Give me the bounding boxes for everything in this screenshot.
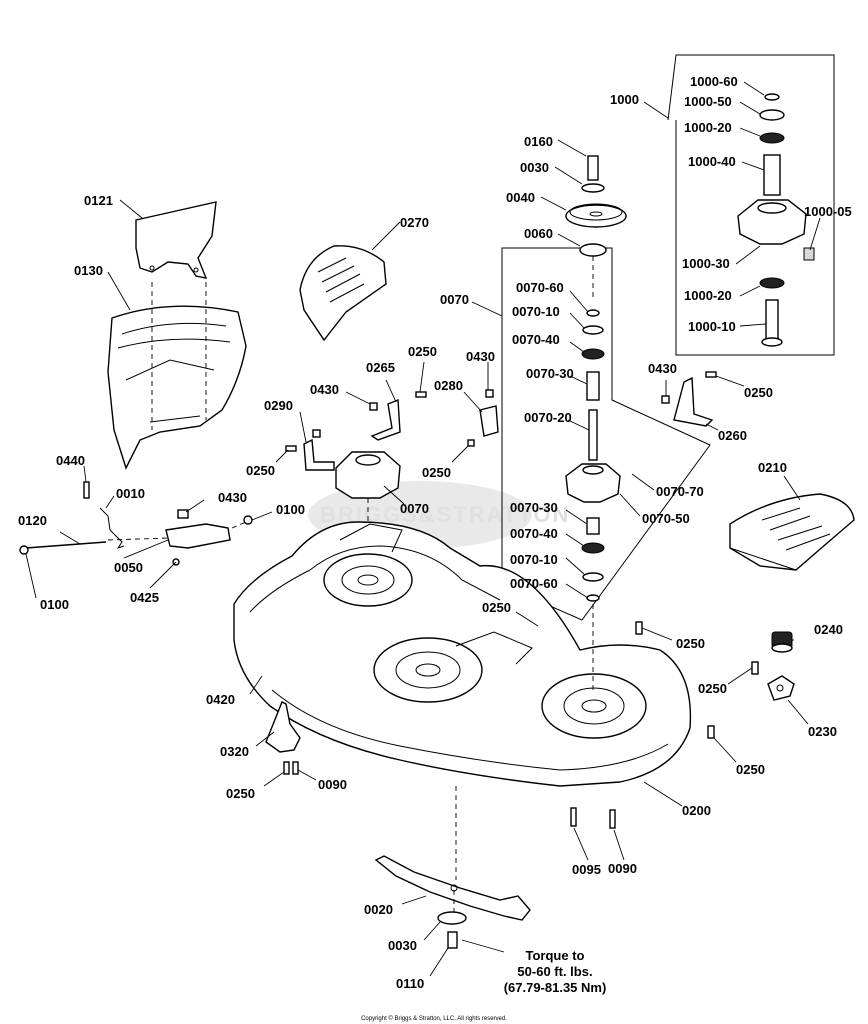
- label-0121[interactable]: 0121: [84, 193, 113, 208]
- label-0090-right[interactable]: 0090: [608, 861, 637, 876]
- label-0070-40-top[interactable]: 0070-40: [512, 332, 560, 347]
- label-0250-g[interactable]: 0250: [698, 681, 727, 696]
- label-0070-70[interactable]: 0070-70: [656, 484, 704, 499]
- label-0070-50[interactable]: 0070-50: [642, 511, 690, 526]
- adjuster-nut: [771, 631, 793, 653]
- label-0070-20[interactable]: 0070-20: [524, 410, 572, 425]
- label-1000-20-top[interactable]: 1000-20: [684, 120, 732, 135]
- label-1000-20-bottom[interactable]: 1000-20: [684, 288, 732, 303]
- label-0100-left[interactable]: 0100: [40, 597, 69, 612]
- lift-rod-assembly: [19, 481, 253, 566]
- label-0430-c[interactable]: 0430: [648, 361, 677, 376]
- label-0070-60-bottom[interactable]: 0070-60: [510, 576, 558, 591]
- label-0250-f[interactable]: 0250: [676, 636, 705, 651]
- label-0095[interactable]: 0095: [572, 862, 601, 877]
- label-0090-left[interactable]: 0090: [318, 777, 347, 792]
- label-0440[interactable]: 0440: [56, 453, 85, 468]
- idler-pulley-stack: [565, 155, 627, 300]
- torque-note: Torque to 50-60 ft. lbs. (67.79-81.35 Nm…: [504, 948, 607, 995]
- label-0130[interactable]: 0130: [74, 263, 103, 278]
- bracket-0260: [673, 376, 714, 427]
- label-0060[interactable]: 0060: [524, 226, 553, 241]
- label-0250-e[interactable]: 0250: [482, 600, 511, 615]
- belt-cover-left: [299, 245, 387, 342]
- label-0250-d[interactable]: 0250: [744, 385, 773, 400]
- bracket-0280: [479, 405, 499, 437]
- discharge-chute: [107, 282, 247, 470]
- bracket-0290: [303, 438, 335, 471]
- label-1000-30[interactable]: 1000-30: [682, 256, 730, 271]
- label-0070-10-top[interactable]: 0070-10: [512, 304, 560, 319]
- label-0280[interactable]: 0280: [434, 378, 463, 393]
- spindle-kit-1000-parts: [737, 93, 815, 347]
- label-0070-10-bottom[interactable]: 0070-10: [510, 552, 558, 567]
- label-0250-i[interactable]: 0250: [226, 786, 255, 801]
- label-1000-10[interactable]: 1000-10: [688, 319, 736, 334]
- label-0290[interactable]: 0290: [264, 398, 293, 413]
- label-0250-c[interactable]: 0250: [422, 465, 451, 480]
- spindle-kit-0070-parts: [565, 309, 621, 602]
- label-1000-40[interactable]: 1000-40: [688, 154, 736, 169]
- label-0030-top[interactable]: 0030: [520, 160, 549, 175]
- kit-1000-box: [667, 54, 835, 356]
- label-1000[interactable]: 1000: [610, 92, 639, 107]
- label-0160[interactable]: 0160: [524, 134, 553, 149]
- label-0320[interactable]: 0320: [220, 744, 249, 759]
- torque-line-1: Torque to: [526, 948, 585, 963]
- label-0420[interactable]: 0420: [206, 692, 235, 707]
- part-labels: 0121 0130 0270 0160 0030 0040 0060 1000 …: [18, 74, 852, 991]
- label-0265[interactable]: 0265: [366, 360, 395, 375]
- label-0100-right[interactable]: 0100: [276, 502, 305, 517]
- deck-baffle: [265, 701, 301, 753]
- label-0240[interactable]: 0240: [814, 622, 843, 637]
- label-0250-b[interactable]: 0250: [246, 463, 275, 478]
- label-0070-left[interactable]: 0070: [400, 501, 429, 516]
- label-1000-50[interactable]: 1000-50: [684, 94, 732, 109]
- label-0070-kit[interactable]: 0070: [440, 292, 469, 307]
- label-0020[interactable]: 0020: [364, 902, 393, 917]
- label-0070-30-bottom[interactable]: 0070-30: [510, 500, 558, 515]
- torque-line-2: 50-60 ft. lbs.: [517, 964, 592, 979]
- label-0120[interactable]: 0120: [18, 513, 47, 528]
- label-0430-d[interactable]: 0430: [218, 490, 247, 505]
- bracket-0265: [370, 398, 401, 441]
- deck-mount-bracket: [767, 675, 795, 701]
- label-0040[interactable]: 0040: [506, 190, 535, 205]
- chute-deflector-plate: [135, 201, 217, 279]
- label-0070-40-bottom[interactable]: 0070-40: [510, 526, 558, 541]
- label-0270[interactable]: 0270: [400, 215, 429, 230]
- label-0210[interactable]: 0210: [758, 460, 787, 475]
- mower-blade: [374, 855, 531, 925]
- label-0110[interactable]: 0110: [396, 976, 424, 991]
- torque-line-3: (67.79-81.35 Nm): [504, 980, 607, 995]
- label-0430-a[interactable]: 0430: [310, 382, 339, 397]
- label-0430-b[interactable]: 0430: [466, 349, 495, 364]
- mower-deck-housing: [233, 521, 692, 880]
- label-0260[interactable]: 0260: [718, 428, 747, 443]
- label-0230[interactable]: 0230: [808, 724, 837, 739]
- label-0250-a[interactable]: 0250: [408, 344, 437, 359]
- label-0070-30-top[interactable]: 0070-30: [526, 366, 574, 381]
- label-0010[interactable]: 0010: [116, 486, 145, 501]
- label-0250-h[interactable]: 0250: [736, 762, 765, 777]
- leader-lines: [25, 81, 821, 977]
- label-0050[interactable]: 0050: [114, 560, 143, 575]
- kit-0070-box: [501, 247, 711, 621]
- label-0200[interactable]: 0200: [682, 803, 711, 818]
- copyright-notice: Copyright © Briggs & Stratton, LLC. All …: [361, 1015, 507, 1022]
- belt-cover-right: [729, 493, 855, 571]
- label-0030-bottom[interactable]: 0030: [388, 938, 417, 953]
- label-0070-60-top[interactable]: 0070-60: [516, 280, 564, 295]
- label-1000-60[interactable]: 1000-60: [690, 74, 738, 89]
- label-1000-05[interactable]: 1000-05: [804, 204, 852, 219]
- label-0425[interactable]: 0425: [130, 590, 159, 605]
